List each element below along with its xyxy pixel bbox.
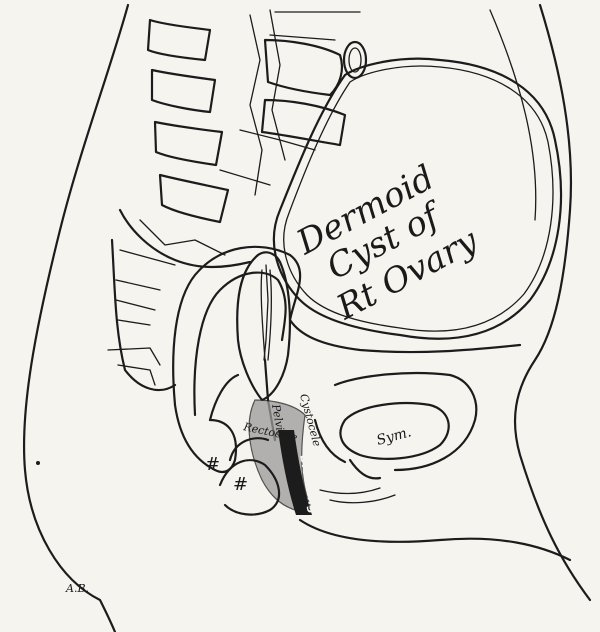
body-contour-front <box>515 5 590 600</box>
external-contour <box>300 520 570 560</box>
symphysis-label: Sym. <box>375 424 413 449</box>
body-contour-back <box>24 5 128 632</box>
hash-mark-2: # <box>233 474 248 495</box>
stray-dot <box>36 461 40 465</box>
spine <box>148 10 360 222</box>
hash-mark-1: # <box>205 454 220 475</box>
abdominal-wall-inner <box>490 10 536 220</box>
artist-signature: A.B. <box>65 582 89 595</box>
